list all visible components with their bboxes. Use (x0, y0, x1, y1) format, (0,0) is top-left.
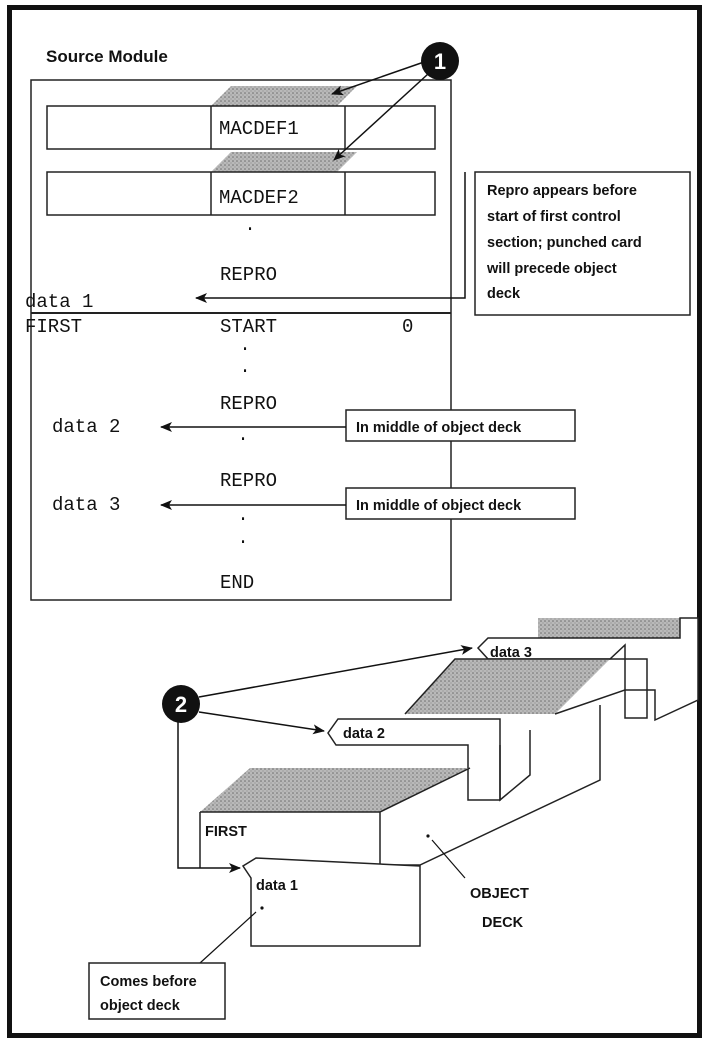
comes-before-line-2: object deck (100, 998, 181, 1014)
repro-before-line-5: deck (487, 286, 521, 302)
start-operand: 0 (402, 316, 413, 338)
middle-note-a-text: In middle of object deck (356, 420, 522, 436)
comes-before-leader (200, 912, 256, 963)
data-2-statement: data 2 (52, 416, 120, 438)
macdef2-shadow (211, 152, 357, 172)
repro-3: REPRO (220, 470, 277, 492)
macdef2-label: MACDEF2 (219, 187, 299, 209)
middle-note-b-text: In middle of object deck (356, 498, 522, 514)
callout-2-number: 2 (175, 692, 187, 717)
deck-card-data3-top (538, 618, 695, 638)
object-deck-label-2: DECK (482, 915, 524, 931)
data-1-statement: data 1 (25, 291, 93, 313)
repro-before-line-1: Repro appears before (487, 183, 637, 199)
deck-card-data1-label: data 1 (256, 878, 298, 894)
deck-card-data1 (243, 858, 420, 946)
dot-3: . (240, 358, 251, 378)
deck-card-data2-label: data 2 (343, 726, 385, 742)
repro-before-line-2: start of first control (487, 209, 621, 225)
macdef1-shadow (211, 86, 357, 106)
deck-dot-a (260, 906, 263, 909)
end-statement: END (220, 572, 254, 594)
dot-5: . (238, 506, 249, 526)
dot-1: . (245, 216, 256, 236)
source-module-title: Source Module (46, 47, 168, 66)
repro-before-line-4: will precede object (486, 261, 617, 277)
deck-card-data2-drop (500, 730, 530, 800)
comes-before-line-1: Comes before (100, 974, 197, 990)
macdef1-label: MACDEF1 (219, 118, 299, 140)
callout-1-number: 1 (434, 49, 446, 74)
deck-dot-b (426, 834, 429, 837)
repro-2: REPRO (220, 393, 277, 415)
deck-front-top (200, 768, 470, 812)
repro-before-line-3: section; punched card (487, 235, 642, 251)
first-label: FIRST (25, 316, 82, 338)
repro-1: REPRO (220, 264, 277, 286)
dot-4: . (238, 426, 249, 446)
dot-2: . (240, 336, 251, 356)
data-3-statement: data 3 (52, 494, 120, 516)
callout-1-arrow-a (332, 62, 424, 94)
object-deck-label-1: OBJECT (470, 886, 529, 902)
start-statement: START (220, 316, 277, 338)
callout-2-arrow-data2 (199, 712, 324, 731)
deck-first-label: FIRST (205, 824, 247, 840)
dot-6: . (238, 529, 249, 549)
